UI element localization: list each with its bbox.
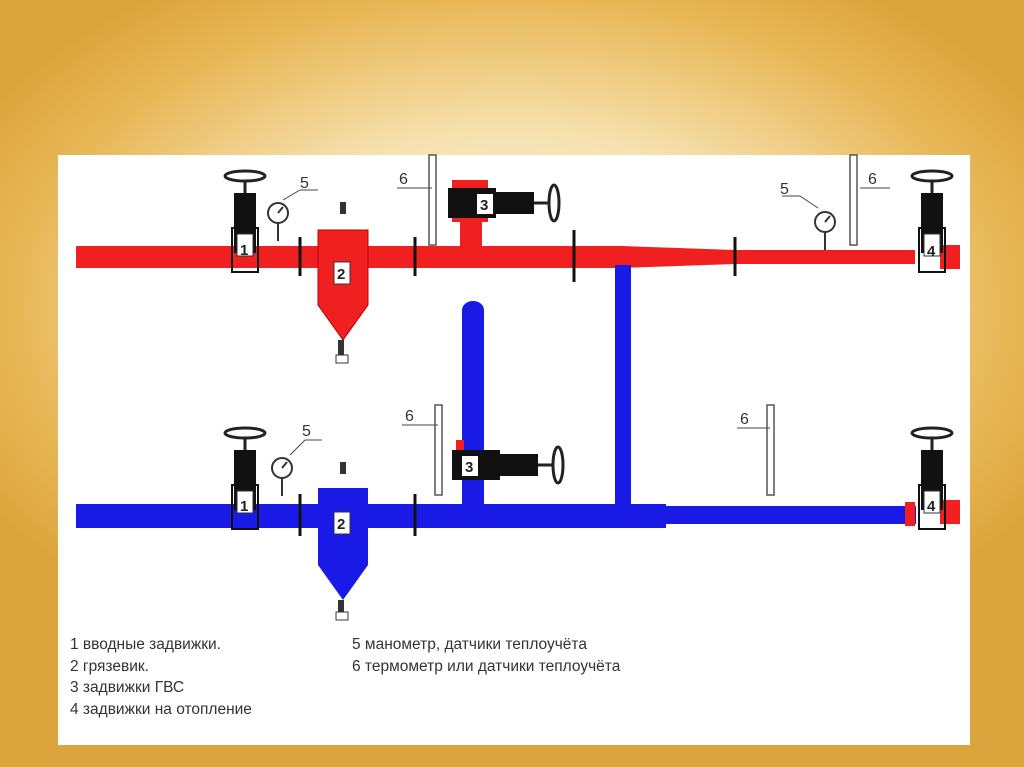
return-pipe: [76, 265, 960, 621]
legend-item: 3 задвижки ГВС: [70, 679, 185, 696]
thermometer-icon: [766, 404, 775, 496]
marker-5: 5: [780, 181, 789, 198]
marker-1: 1: [240, 242, 248, 259]
manometer-icon: [271, 457, 293, 497]
legend-item: 4 задвижки на отопление: [70, 700, 252, 718]
marker-6: 6: [405, 408, 414, 425]
manometer-icon: [814, 211, 836, 251]
marker-4: 4: [927, 498, 936, 515]
marker-5: 5: [302, 423, 311, 440]
marker-6: 6: [740, 411, 749, 428]
marker-5: 5: [300, 175, 309, 192]
thermometer-icon: [428, 154, 437, 246]
marker-6: 6: [868, 171, 877, 188]
dhw-valve-supply: [448, 183, 561, 223]
thermometer-icon: [434, 404, 443, 496]
marker-4: 4: [927, 243, 936, 260]
marker-6: 6: [399, 171, 408, 188]
manometer-icon: [267, 202, 289, 242]
legend-right: 5 манометр, датчики теплоучёта 6 термоме…: [352, 634, 620, 677]
legend-item: 5 манометр, датчики теплоучёта: [352, 636, 587, 653]
legend-left: 1 вводные задвижки. 2 грязевик. 3 задвиж…: [70, 634, 252, 720]
marker-1: 1: [240, 498, 248, 515]
legend-item: 1 вводные задвижки.: [70, 636, 221, 653]
legend-item: 6 термометр или датчики теплоучёта: [352, 657, 621, 675]
marker-3: 3: [480, 197, 488, 214]
marker-3: 3: [465, 459, 473, 476]
thermometer-icon: [849, 154, 858, 246]
marker-2: 2: [337, 516, 345, 533]
marker-2: 2: [337, 266, 345, 283]
legend-item: 2 грязевик.: [70, 657, 149, 675]
